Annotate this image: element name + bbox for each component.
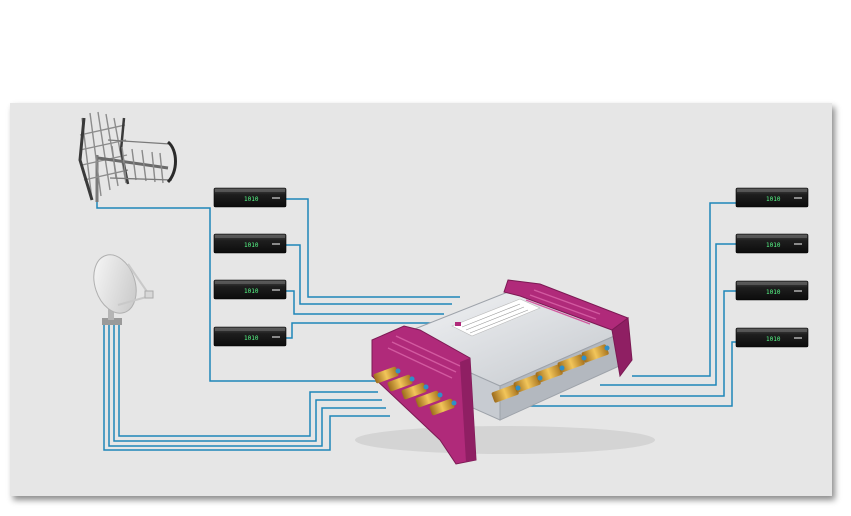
receiver-top-edge — [215, 328, 285, 331]
set-top-box-icon: 1010 — [213, 233, 287, 254]
terrestrial-yagi-antenna-icon — [78, 111, 177, 202]
receiver-button-strip — [272, 243, 280, 245]
receiver-top-edge — [737, 329, 807, 332]
cable-lnb-4 — [118, 322, 378, 437]
cable-right-receiver-1 — [632, 202, 737, 377]
receiver-top-edge — [737, 235, 807, 238]
cable-left-receiver-3 — [286, 290, 444, 315]
cable-left-receiver-1 — [286, 198, 460, 298]
receiver-button-strip — [794, 337, 802, 339]
receiver-display: 1010 — [244, 288, 259, 295]
set-top-box-icon: 1010 — [735, 233, 809, 254]
receiver-button-strip — [794, 197, 802, 199]
cables — [96, 198, 737, 451]
receiver-display: 1010 — [244, 242, 259, 249]
receiver-button-strip — [272, 197, 280, 199]
receiver-body — [213, 279, 287, 300]
receiver-body — [735, 233, 809, 254]
cable-right-receiver-4 — [520, 341, 737, 407]
cable-lnb-3 — [113, 322, 382, 442]
receiver-body — [213, 326, 287, 347]
receiver-body — [735, 187, 809, 208]
cable-right-receiver-2 — [600, 243, 737, 386]
cable-lnb-2 — [108, 322, 386, 447]
receiver-display: 1010 — [244, 335, 259, 342]
receiver-body — [213, 187, 287, 208]
receiver-body — [213, 233, 287, 254]
receivers: 1010 1010 1010 1010 1010 1010 1010 1010 — [213, 187, 809, 348]
receiver-top-edge — [737, 189, 807, 192]
set-top-box-icon: 1010 — [213, 326, 287, 347]
set-top-box-icon: 1010 — [213, 187, 287, 208]
receiver-top-edge — [215, 235, 285, 238]
set-top-box-icon: 1010 — [735, 187, 809, 208]
set-top-box-icon: 1010 — [213, 279, 287, 300]
set-top-box-icon: 1010 — [735, 327, 809, 348]
receiver-top-edge — [215, 281, 285, 284]
set-top-box-icon: 1010 — [735, 280, 809, 301]
cable-left-receiver-4 — [286, 322, 436, 339]
cable-right-receiver-3 — [560, 290, 737, 397]
receiver-display: 1010 — [766, 242, 781, 249]
receiver-display: 1010 — [244, 196, 259, 203]
receiver-top-edge — [215, 189, 285, 192]
cable-left-receiver-2 — [286, 244, 452, 305]
receiver-button-strip — [794, 290, 802, 292]
receiver-display: 1010 — [766, 336, 781, 343]
cable-lnb-1 — [103, 322, 390, 451]
cable-antenna — [96, 200, 382, 382]
receiver-body — [735, 327, 809, 348]
diagram-panel — [10, 103, 832, 496]
receiver-button-strip — [272, 336, 280, 338]
receiver-button-strip — [794, 243, 802, 245]
receiver-display: 1010 — [766, 196, 781, 203]
receiver-body — [735, 280, 809, 301]
satellite-dish-icon — [93, 254, 154, 325]
receiver-button-strip — [272, 289, 280, 291]
receiver-display: 1010 — [766, 289, 781, 296]
f-connectors — [373, 344, 610, 416]
multiswitch-icon — [355, 279, 655, 465]
receiver-top-edge — [737, 282, 807, 285]
